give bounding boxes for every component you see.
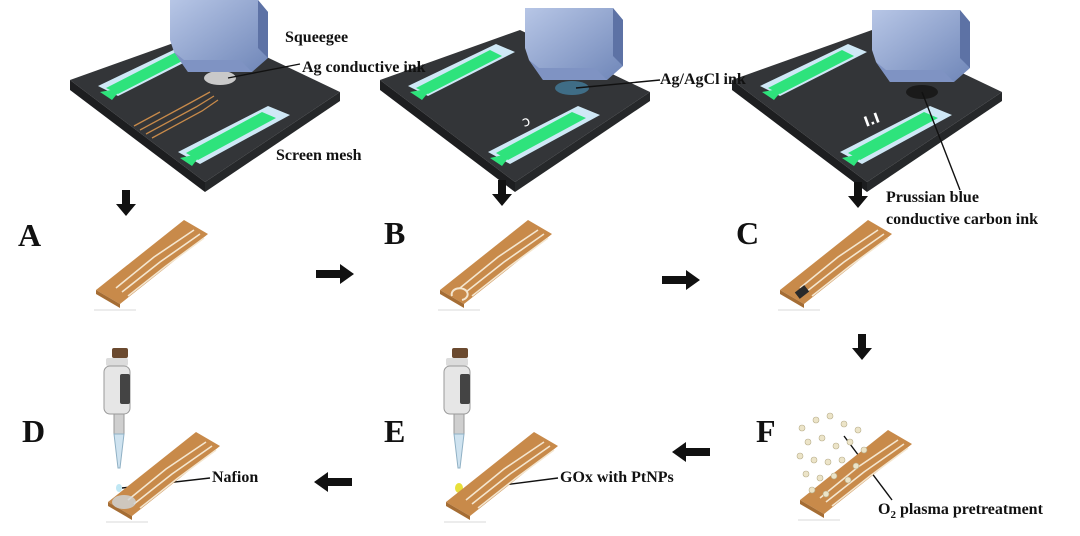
plasma-particles bbox=[796, 412, 868, 498]
prussian-blue-label-line2: conductive carbon ink bbox=[886, 211, 1038, 228]
ag-conductive-ink-label: Ag conductive ink bbox=[302, 59, 426, 76]
prussian-blue-label-line1: Prussian blue bbox=[886, 189, 979, 206]
arrow-left-f-to-e bbox=[672, 442, 710, 462]
o2-letter: O bbox=[878, 501, 890, 518]
nafion-label: Nafion bbox=[212, 469, 258, 486]
agagcl-ink-label: Ag/AgCl ink bbox=[660, 71, 746, 88]
screen-print-step-c: Ⅰ.Ⅰ bbox=[732, 10, 1002, 192]
arrow-left-e-to-d bbox=[314, 472, 352, 492]
screen-print-step-b: ɔ bbox=[380, 8, 650, 192]
screen-print-step-a bbox=[70, 0, 340, 192]
step-f bbox=[796, 412, 913, 521]
svg-text:Ⅰ.Ⅰ: Ⅰ.Ⅰ bbox=[862, 110, 882, 130]
squeegee-label: Squeegee bbox=[285, 29, 348, 46]
panel-label-e: E bbox=[384, 413, 405, 449]
panel-label-f: F bbox=[756, 413, 776, 449]
electrode-strip-c bbox=[777, 219, 893, 311]
electrode-strip-b bbox=[437, 219, 553, 311]
arrow-down-a bbox=[116, 190, 136, 216]
panel-label-c: C bbox=[736, 215, 759, 251]
gox-label: GOx with PtNPs bbox=[560, 469, 674, 486]
panel-label-a: A bbox=[18, 217, 41, 253]
ag-print-pattern bbox=[133, 91, 219, 139]
screen-mesh-label: Screen mesh bbox=[276, 147, 362, 164]
arrow-right-a-to-b bbox=[316, 264, 354, 284]
arrow-right-b-to-c bbox=[662, 270, 700, 290]
o2-plasma-label: O2 plasma pretreatment bbox=[878, 501, 1044, 521]
step-d bbox=[103, 347, 221, 523]
step-e bbox=[443, 347, 559, 523]
o2-subscript: 2 bbox=[890, 509, 896, 521]
panel-label-d: D bbox=[22, 413, 45, 449]
electrode-strip-a bbox=[93, 219, 209, 311]
o2-rest: plasma pretreatment bbox=[896, 501, 1044, 518]
panel-label-b: B bbox=[384, 215, 405, 251]
arrow-down-c-to-f bbox=[852, 334, 872, 360]
